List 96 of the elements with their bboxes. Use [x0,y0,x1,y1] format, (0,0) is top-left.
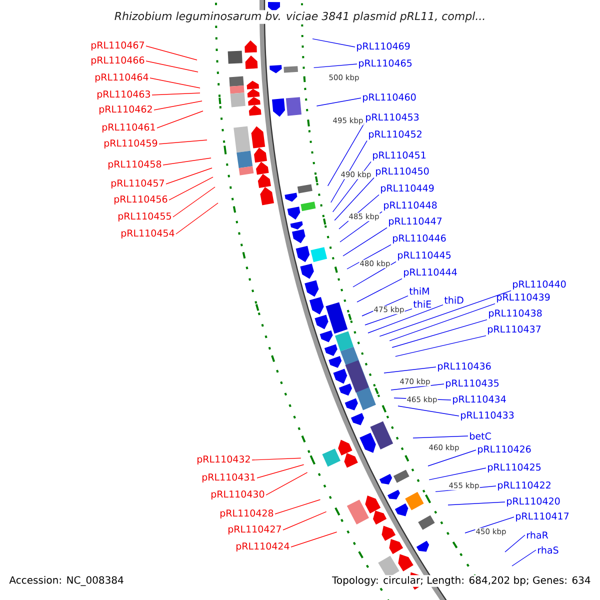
gene-label: pRL110466 [91,56,144,66]
gene-label: pRL110463 [97,90,150,100]
leader-line [448,502,506,506]
gene-label: thiD [444,296,464,304]
gene-label: pRL110465 [359,59,412,69]
gene-label: pRL110439 [497,293,550,303]
leader-line [428,450,476,466]
leader-line [154,100,202,110]
gene-label: pRL110438 [489,309,542,319]
leader-line [162,158,212,166]
leader-line [327,123,364,186]
gene-label: pRL110444 [404,268,457,278]
title: Rhizobium leguminosarum bv. viciae 3841 plasmid pRL11, compl... [112,10,488,24]
leader-line [313,64,358,68]
leader-line [346,244,392,270]
leader-line [368,304,444,334]
gene-label: pRL110457 [111,179,164,189]
gene-label: thiE [413,300,431,308]
gene-label: pRL110428 [220,509,274,519]
gene-label: pRL110452 [369,130,422,140]
gene-label: pRL110451 [373,151,426,161]
leader-line [168,176,214,200]
gene-label: pRL110446 [393,234,446,244]
leader-line [290,532,338,548]
leader-line [266,472,308,496]
leader-line [172,186,216,218]
leader-line [464,516,514,534]
leader-line [146,60,198,72]
leader-line [150,78,200,88]
leader-line [356,278,402,302]
gene-label: pRL110426 [478,445,531,455]
gene-label: pRL110433 [461,411,514,421]
leader-line [384,366,436,374]
leader-line [252,458,302,460]
leader-line [334,177,374,221]
gene-label: pRL110430 [211,490,264,500]
gene-label: pRL110447 [389,217,442,227]
gene-label: pRL110437 [488,325,541,335]
gene-label: pRL110434 [453,395,506,405]
gene-label: pRL110462 [99,105,152,115]
gene-label: pRL110464 [95,73,148,83]
gene-label: pRL110435 [446,379,499,389]
leader-line [152,92,200,96]
leader-line [398,406,460,416]
gene-label: pRL110456 [114,195,168,205]
leader-line [390,384,444,390]
gene-label: betC [470,432,491,440]
gene-label: pRL110424 [236,542,290,552]
gene-label: rhaR [527,531,548,539]
leader-line [352,261,396,288]
gene-label: pRL110445 [398,251,451,261]
gene-label: pRL110460 [363,93,416,103]
gene-label: pRL110461 [102,123,155,133]
gene-label: pRL110467 [91,41,144,51]
leader-line [316,98,362,106]
gene-label: pRL110454 [121,229,174,239]
gene-label: pRL110450 [376,167,429,177]
gene-label: pRL110417 [516,512,569,522]
leader-line [428,468,486,480]
leader-line [156,110,204,128]
leader-line [146,46,198,60]
gene-label: pRL110431 [202,473,255,483]
gene-label: pRL110453 [366,113,419,123]
leader-line [256,464,304,478]
gene-label: pRL110432 [197,455,250,465]
gene-label: pRL110427 [228,526,281,535]
gene-label: pRL110458 [108,160,162,170]
gene-label: pRL110448 [384,201,437,211]
gene-label: thiM [409,287,429,295]
leader-line [504,534,526,552]
leader-line [274,499,321,514]
leader-line [389,303,496,342]
gene-label: pRL110459 [104,139,158,149]
gene-label: pRL110436 [438,362,491,372]
leader-line [342,227,388,256]
summary-text: Topology: circular; Length: 684,202 bp; Genes: 634 [331,575,592,587]
gene-label: pRL110440 [513,280,566,290]
leader-line [312,38,356,48]
leader-line [158,140,208,144]
leader-line [379,290,512,337]
leader-line [166,168,212,184]
leader-line [512,550,536,566]
gene-label: rhaS [538,546,558,554]
gene-label: pRL110449 [381,184,434,194]
leader-line [392,319,488,348]
leader-line [176,202,218,234]
gene-label: pRL110425 [488,463,541,473]
gene-label: pRL110422 [498,481,550,491]
leader-line [412,436,468,438]
leader-line [282,511,327,530]
gene-label: pRL110469 [357,42,410,52]
leader-line [395,335,486,357]
gene-label: pRL110420 [507,497,560,507]
leader-line [330,140,368,203]
gene-label: pRL110455 [118,212,171,222]
accession-text: Accession: NC_008384 [8,575,125,587]
